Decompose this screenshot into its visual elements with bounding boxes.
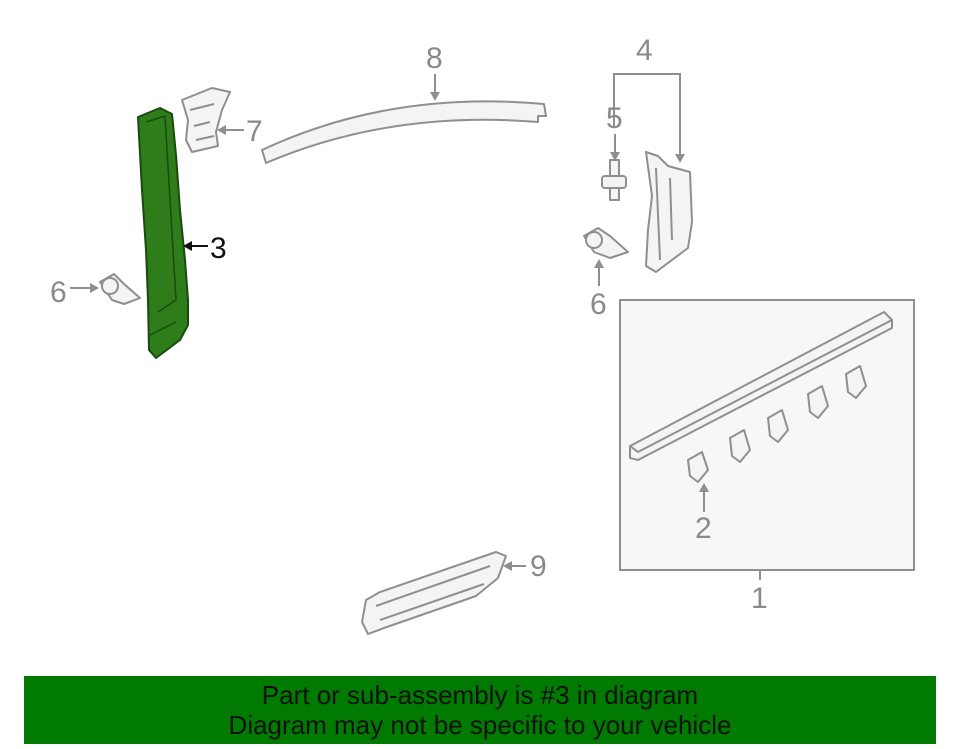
callout-1: 1 [751, 582, 768, 615]
leader-lines [70, 73, 761, 580]
callout-3: 3 [210, 232, 227, 265]
callout-7: 7 [246, 115, 263, 148]
info-banner: Part or sub-assembly is #3 in diagram Di… [24, 676, 936, 744]
callout-2: 2 [695, 512, 712, 545]
callout-9: 9 [530, 550, 547, 583]
part-5-clip[interactable] [601, 159, 627, 201]
part-9-emblem[interactable] [361, 551, 507, 635]
part-3-pillar-garnish[interactable] [137, 107, 189, 359]
part-2-clips[interactable] [687, 365, 867, 483]
callout-5: 5 [606, 102, 623, 135]
callout-4: 4 [636, 34, 653, 67]
callout-6-right: 6 [590, 288, 607, 321]
banner-line-1: Part or sub-assembly is #3 in diagram [261, 680, 699, 710]
part-8-roof-molding[interactable] [261, 100, 547, 164]
part-6-screw-right[interactable] [583, 227, 629, 259]
part-1-assembly-box[interactable] [619, 299, 915, 571]
part-7-bracket[interactable] [181, 87, 231, 153]
part-6-screw-left[interactable] [99, 273, 141, 305]
callout-8: 8 [426, 42, 443, 75]
callout-6-left: 6 [50, 276, 67, 309]
parts-diagram: 8 7 3 6 4 5 6 2 1 9 [50, 34, 915, 635]
part-4-rear-trim[interactable] [645, 151, 693, 273]
banner-line-2: Diagram may not be specific to your vehi… [228, 710, 732, 740]
